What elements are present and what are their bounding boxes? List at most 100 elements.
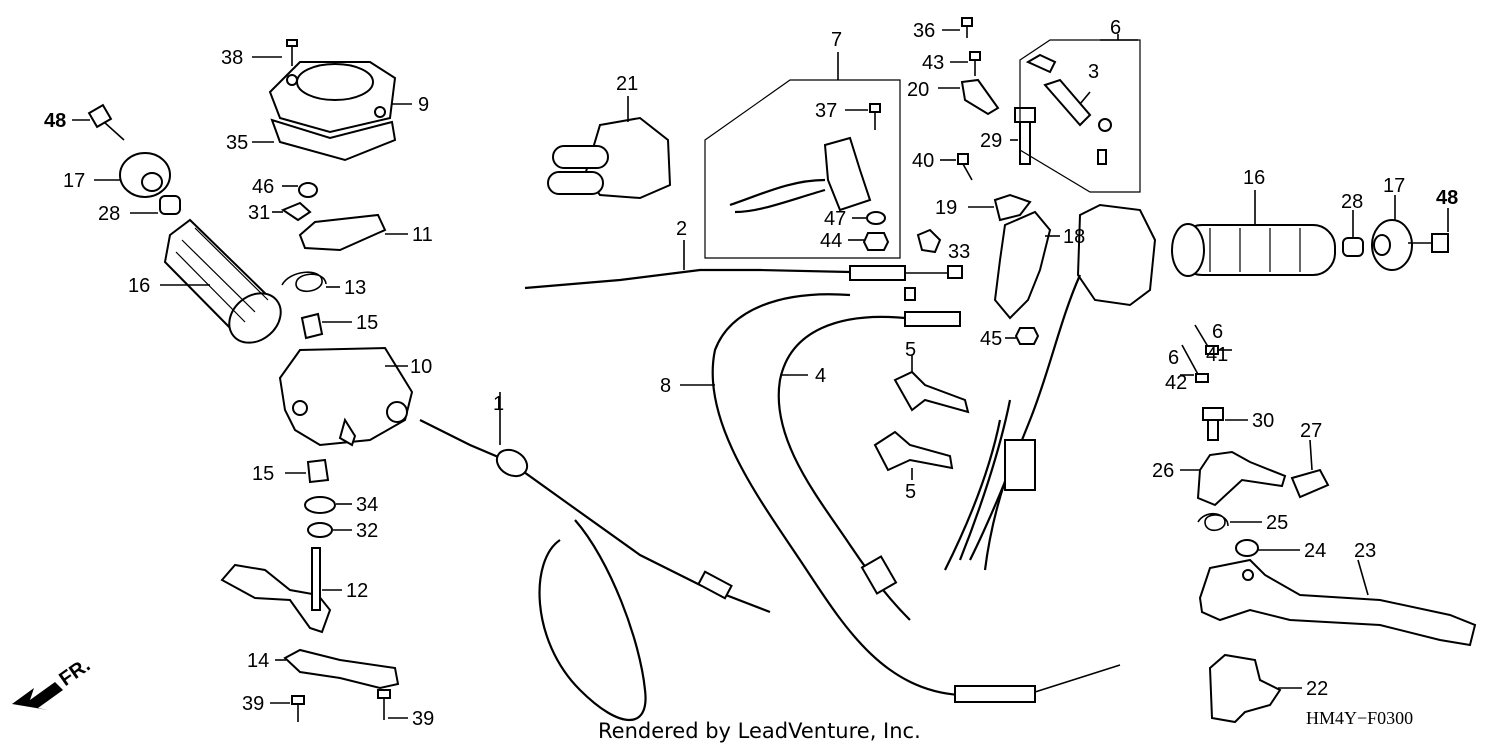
callout-33: 33	[948, 241, 970, 263]
callout-18: 18	[1063, 226, 1085, 248]
callout-1: 1	[493, 393, 504, 415]
callout-41: 41	[1206, 344, 1228, 366]
footer-credit: Rendered by LeadVenture, Inc.	[598, 719, 921, 743]
part-18-lever-bracket[interactable]	[993, 210, 1052, 320]
part-7-switch-kit-box	[704, 52, 901, 259]
callout-20: 20	[907, 79, 929, 101]
callout-35: 35	[226, 132, 248, 154]
callout-5a: 5	[905, 339, 916, 361]
callout-36: 36	[913, 20, 935, 42]
callout-26: 26	[1152, 460, 1174, 482]
callout-14: 14	[247, 650, 269, 672]
part-40-screw[interactable]	[957, 153, 973, 181]
callout-16a: 16	[128, 275, 150, 297]
part-2-choke-cable[interactable]	[524, 265, 963, 290]
part-10-throttle-housing[interactable]	[278, 346, 414, 447]
part-39-screw-left[interactable]	[291, 695, 305, 722]
part-48-bolt-left[interactable]	[87, 103, 125, 141]
callout-28a: 28	[98, 203, 120, 225]
part-29-bolt[interactable]	[1014, 107, 1036, 165]
part-45-nut[interactable]	[1014, 327, 1040, 345]
part-16-grip-right[interactable]	[1171, 223, 1336, 277]
part-22-lever-mount[interactable]	[1208, 653, 1282, 724]
callout-7: 7	[831, 29, 842, 51]
callout-43: 43	[922, 52, 944, 74]
part-31-clip[interactable]	[280, 201, 312, 222]
callout-19: 19	[935, 197, 957, 219]
callout-15a: 15	[356, 312, 378, 334]
part-23-brake-lever[interactable]	[1198, 558, 1477, 647]
part-right-switch-housing[interactable]	[944, 203, 1157, 571]
part-48-bolt-right[interactable]	[1408, 233, 1449, 253]
part-17-bar-end-weight-left[interactable]	[119, 152, 171, 198]
part-43-screw[interactable]	[969, 51, 981, 76]
callout-46: 46	[252, 176, 274, 198]
callout-10: 10	[410, 356, 432, 378]
part-39-screw-right[interactable]	[377, 689, 391, 720]
callout-39a: 39	[242, 693, 264, 715]
part-27-lever-rubber[interactable]	[1290, 468, 1330, 499]
part-6-switch-box	[1019, 34, 1141, 193]
part-46-nut[interactable]	[298, 182, 318, 198]
front-indicator-label: FR.	[55, 654, 94, 691]
callout-47: 47	[824, 208, 846, 230]
part-21-switch-cover[interactable]	[547, 116, 672, 200]
part-26-lever-holder[interactable]	[1196, 450, 1287, 507]
part-35-gasket[interactable]	[270, 118, 397, 162]
part-32-washer[interactable]	[307, 522, 333, 538]
part-25-spring[interactable]	[1197, 512, 1229, 532]
part-24-cap[interactable]	[1235, 539, 1259, 557]
part-3-switch-parts[interactable]	[1025, 53, 1112, 165]
part-11-throttle-plate[interactable]	[298, 213, 387, 252]
part-38-screw[interactable]	[286, 39, 298, 66]
part-9-throttle-cover[interactable]	[268, 61, 397, 134]
part-36-screw[interactable]	[961, 17, 973, 38]
part-30-bolt[interactable]	[1202, 407, 1224, 441]
part-13-spring[interactable]	[281, 271, 327, 292]
callout-44: 44	[820, 230, 842, 252]
part-12-throttle-lever[interactable]	[220, 547, 332, 634]
diagram-code: HM4Y−F0300	[1306, 708, 1413, 728]
part-44-nut[interactable]	[862, 232, 890, 251]
part-4-cable[interactable]	[777, 311, 961, 621]
callout-12: 12	[346, 580, 368, 602]
part-42-screw[interactable]	[1181, 344, 1209, 383]
part-5-clamp-upper[interactable]	[893, 370, 970, 414]
callout-5b: 5	[905, 481, 916, 503]
callout-24: 24	[1304, 540, 1326, 562]
part-17-bar-end-weight-right[interactable]	[1371, 219, 1413, 271]
callout-30: 30	[1252, 410, 1274, 432]
callout-2: 2	[676, 218, 687, 240]
callout-37: 37	[815, 100, 837, 122]
part-47-washer[interactable]	[866, 211, 886, 225]
part-switch-assembly[interactable]	[729, 136, 872, 214]
callout-17b: 17	[1383, 175, 1405, 197]
part-14-bracket[interactable]	[283, 648, 400, 690]
callout-4: 4	[815, 365, 826, 387]
front-direction-arrow	[12, 682, 63, 710]
part-28-collar-right[interactable]	[1342, 237, 1364, 257]
part-34-seal[interactable]	[304, 496, 336, 514]
callout-17a: 17	[63, 170, 85, 192]
part-37-screw[interactable]	[869, 103, 881, 130]
part-20-clamp[interactable]	[960, 78, 1000, 116]
part-1-throttle-cable[interactable]	[419, 419, 771, 722]
callout-39b: 39	[412, 708, 434, 730]
part-28-collar-left[interactable]	[159, 195, 181, 215]
callout-21: 21	[616, 73, 638, 95]
part-19-clamp[interactable]	[993, 193, 1032, 222]
part-16-grip-left[interactable]	[163, 218, 291, 353]
callout-42: 42	[1165, 372, 1187, 394]
part-5-clamp-lower[interactable]	[873, 430, 954, 472]
part-33-clip[interactable]	[916, 228, 942, 254]
callout-31: 31	[248, 202, 270, 224]
part-8-brake-cable[interactable]	[711, 287, 1121, 703]
callout-23: 23	[1354, 540, 1376, 562]
callout-16b: 16	[1243, 167, 1265, 189]
callout-48a: 48	[44, 110, 66, 132]
callout-25: 25	[1266, 512, 1288, 534]
part-15-bush-lower[interactable]	[306, 458, 330, 484]
callout-15b: 15	[252, 463, 274, 485]
part-15-bush-upper[interactable]	[300, 312, 324, 340]
callout-9: 9	[418, 94, 429, 116]
